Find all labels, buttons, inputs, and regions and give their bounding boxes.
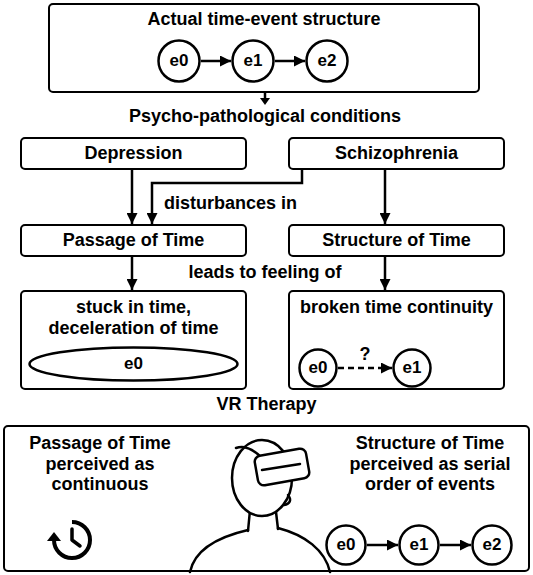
clock-hands — [72, 529, 80, 546]
event-circle: e1 — [231, 39, 275, 83]
node-text: e1 — [231, 51, 275, 71]
node-text: Actual time-event structure — [56, 9, 472, 30]
condition-box: Schizophrenia — [288, 137, 505, 170]
relation-label: disturbances in — [162, 193, 299, 214]
condition-box: Depression — [20, 137, 247, 170]
clock-arrow-head — [47, 532, 61, 541]
vr-user-figure — [190, 440, 330, 572]
shoulders — [190, 528, 330, 572]
event-circle: e1 — [398, 524, 440, 566]
node-text: e2 — [471, 535, 513, 555]
event-ellipse: e0 — [28, 346, 239, 382]
structure-box: Actual time-event structure e0 e1 e2 — [48, 3, 480, 93]
feeling-box: stuck in time, deceleration of time e0 — [20, 290, 247, 390]
node-text: stuck in time, deceleration of time — [28, 297, 239, 338]
feeling-box: broken time continuity e0 e1 — [288, 290, 505, 390]
event-circle: e1 — [392, 348, 432, 388]
event-circle: e2 — [471, 524, 513, 566]
connector-arrow — [440, 544, 471, 547]
node-text: e0 — [28, 354, 239, 374]
relation-label: leads to feeling of — [186, 262, 343, 283]
section-heading: VR Therapy — [5, 394, 528, 415]
connector-arrow — [131, 170, 134, 224]
node-text: e0 — [157, 51, 201, 71]
connector-arrow — [152, 170, 302, 224]
node-text: Structure of Time — [296, 230, 497, 251]
event-circle: e0 — [325, 524, 367, 566]
section-heading: Psycho-pathological conditions — [127, 106, 403, 127]
node-text: e0 — [298, 358, 338, 378]
connector-arrow — [384, 257, 387, 290]
connector-arrow — [131, 257, 134, 290]
connector-arrow — [384, 170, 387, 224]
down-arrow — [260, 93, 270, 105]
node-text: Depression — [28, 143, 239, 164]
vr-headset — [254, 448, 310, 487]
node-text: Schizophrenia — [296, 143, 497, 164]
edge-label: ? — [358, 344, 373, 365]
node-text: Structure of Time perceived as serial or… — [335, 433, 525, 495]
node-text: Passage of Time — [28, 230, 239, 251]
event-circle: e0 — [298, 348, 338, 388]
connector-arrow — [338, 367, 392, 370]
node-text: e0 — [325, 535, 367, 555]
node-text: broken time continuity — [296, 297, 497, 318]
event-circle: e0 — [157, 39, 201, 83]
node-text: e2 — [305, 51, 349, 71]
node-text: e1 — [392, 358, 432, 378]
therapy-box: VR TherapyPassage of Time perceived as c… — [3, 425, 530, 572]
headset-seam — [262, 464, 300, 470]
time-aspect-box: Structure of Time — [288, 224, 505, 257]
node-text: e1 — [398, 535, 440, 555]
connector-arrow — [201, 60, 231, 63]
node-text: Passage of Time perceived as continuous — [15, 433, 185, 495]
connector-arrow — [367, 544, 398, 547]
time-aspect-box: Passage of Time — [20, 224, 247, 257]
event-circle: e2 — [305, 39, 349, 83]
clock-icon — [47, 522, 90, 558]
chin — [284, 495, 290, 505]
connector-arrow — [275, 60, 305, 63]
arrow-head — [260, 98, 270, 105]
